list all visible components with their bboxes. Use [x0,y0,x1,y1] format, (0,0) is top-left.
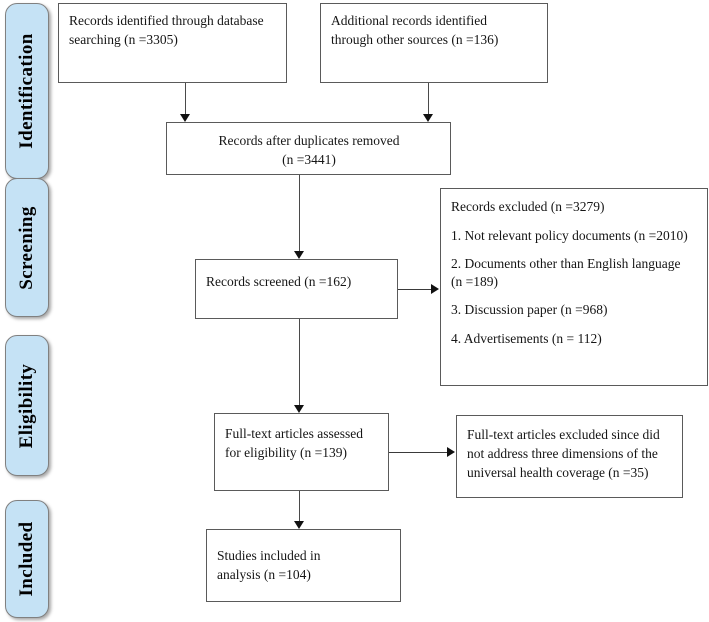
box-fulltext-assessed: Full-text articles assessed for eligibil… [214,413,389,491]
stage-label-eligibility: Eligibility [16,363,37,448]
box-records-screened-text: Records screened (n =162) [206,274,352,289]
stage-label-screening: Screening [16,205,37,290]
connector-duplicates-to-screened [299,175,300,253]
records-excluded-item-3: 3. Discussion paper (n =968) [451,302,608,318]
stage-pill-included: Included [5,500,49,618]
box-studies-included: Studies included in analysis (n =104) [206,529,401,602]
connector-fulltext-to-included [299,491,300,523]
stage-pill-eligibility: Eligibility [5,335,49,476]
box-fulltext-excluded-text: Full-text articles excluded since did no… [467,427,660,481]
arrowhead-duplicates-to-screened [294,251,304,259]
arrowhead-fulltext-to-included [294,521,304,529]
records-excluded-item-2: 2. Documents other than English language… [451,256,681,289]
box-fulltext-excluded: Full-text articles excluded since did no… [456,415,683,498]
connector-database-to-duplicates [185,83,186,116]
arrowhead-screened-to-excluded [431,284,439,294]
box-additional-records-other-sources-text: Additional records identified through ot… [331,13,499,48]
arrowhead-database-to-duplicates [180,114,190,122]
stage-label-identification: Identification [16,33,37,149]
records-excluded-item-4: 4. Advertisements (n = 112) [451,330,602,346]
arrowhead-other-sources-to-duplicates [423,114,433,122]
box-records-excluded: Records excluded (n =3279) 1. Not releva… [440,188,708,386]
stage-pill-identification: Identification [5,3,49,179]
box-studies-included-text: Studies included in analysis (n =104) [217,548,321,583]
arrowhead-screened-to-fulltext [294,405,304,413]
box-additional-records-other-sources: Additional records identified through ot… [320,3,548,83]
connector-fulltext-to-fulltext-excluded [389,452,448,453]
box-records-identified-database-text: Records identified through database sear… [69,13,264,48]
box-fulltext-assessed-text: Full-text articles assessed for eligibil… [225,426,363,461]
connector-screened-to-excluded [398,289,432,290]
stage-pill-screening: Screening [5,178,49,317]
box-records-identified-database: Records identified through database sear… [58,3,287,83]
box-records-screened: Records screened (n =162) [195,259,398,319]
box-records-after-duplicates-text: Records after duplicates removed (n =344… [218,133,400,168]
stage-label-included: Included [16,521,37,597]
box-records-after-duplicates: Records after duplicates removed (n =344… [166,122,451,175]
arrowhead-fulltext-to-fulltext-excluded [447,447,455,457]
records-excluded-heading: Records excluded (n =3279) [451,199,605,214]
connector-other-sources-to-duplicates [428,83,429,116]
records-excluded-item-1: 1. Not relevant policy documents (n =201… [451,227,688,243]
connector-screened-to-fulltext [299,319,300,407]
